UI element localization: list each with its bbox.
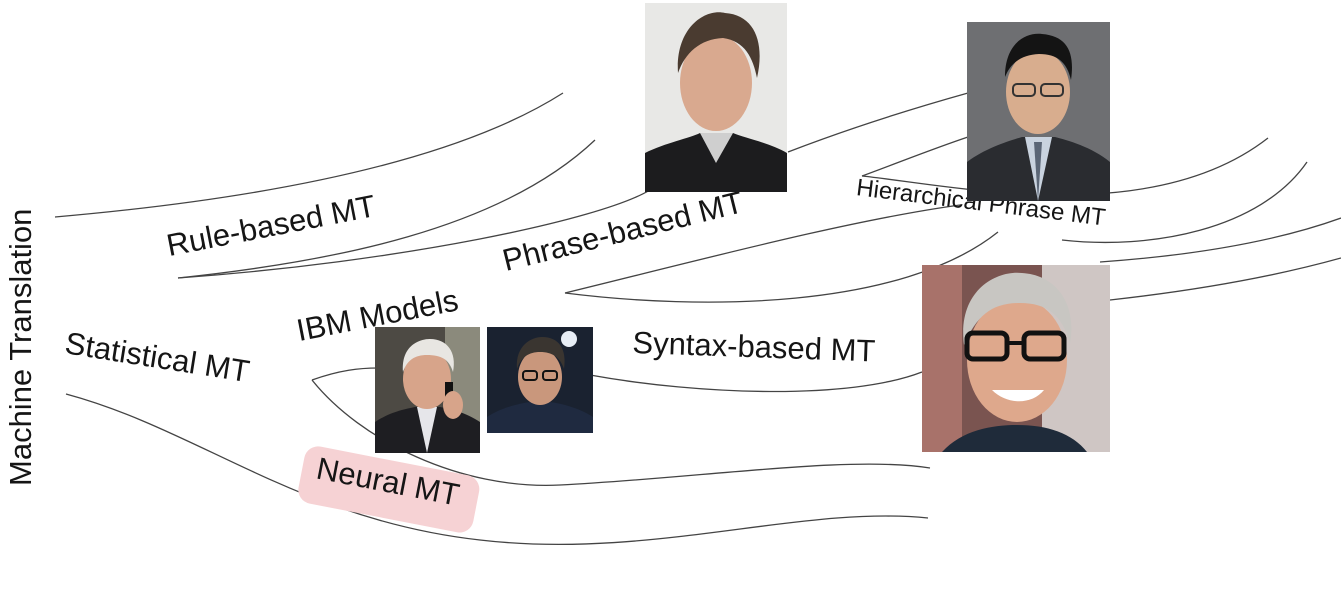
portrait-photo-hierarchical — [967, 22, 1110, 201]
portrait-photo-phrase-based — [645, 3, 787, 192]
ibm-loop-curve — [311, 367, 379, 381]
rule-to-phrase-curve — [177, 189, 651, 279]
phrase-based-curve — [787, 92, 969, 153]
portrait-photo-ibm-2 — [487, 327, 593, 433]
syntax-based-label: Syntax-based MT — [631, 325, 876, 369]
phrase-to-syntax-curve — [564, 204, 961, 294]
phrase-to-hierarchical-curve — [861, 136, 969, 177]
phrase-to-syntax-curve-2 — [564, 231, 999, 303]
hierarchical-curve-3 — [1099, 217, 1341, 263]
rule-based-curve-lower — [177, 139, 596, 279]
root-label: Machine Translation — [3, 208, 38, 486]
neural-curve — [65, 393, 929, 546]
rule-based-curve-upper — [54, 92, 564, 218]
ibm-to-syntax-curve — [589, 371, 923, 393]
portrait-photo-syntax-based — [922, 265, 1110, 452]
portrait-photo-ibm-1 — [375, 327, 480, 453]
syntax-outgoing-curve — [1109, 257, 1341, 301]
hierarchical-curve-2 — [1061, 161, 1308, 244]
